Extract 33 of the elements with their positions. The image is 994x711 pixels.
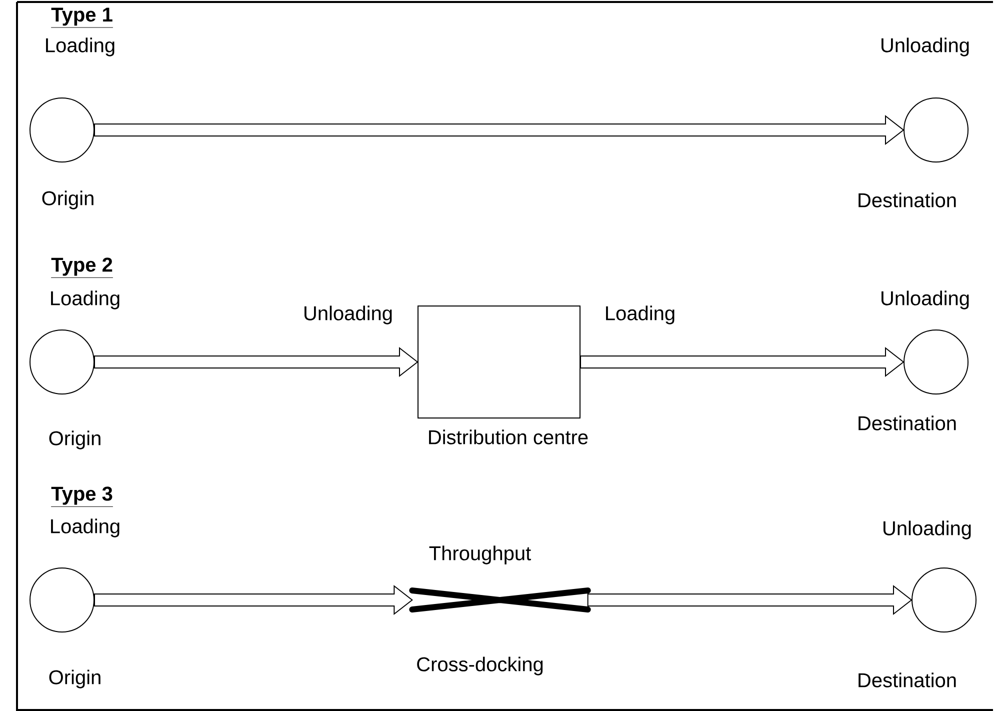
node-label: Loading (51, 290, 120, 310)
circle (30, 98, 94, 162)
node-label: Loading (46, 38, 114, 56)
node-label: Destination (858, 672, 956, 688)
node-label: Unloading (304, 306, 392, 324)
node-label: Throughput (429, 546, 531, 564)
node-label: Loading (51, 518, 120, 538)
type-heading: Type 2 (50, 258, 114, 278)
node-label: Origin (42, 190, 94, 210)
hollow-arrow (587, 584, 912, 616)
node-label: Distribution centre (429, 430, 588, 444)
circle (30, 330, 94, 394)
circle (912, 568, 976, 632)
circle (904, 330, 969, 394)
node-label: Destination (858, 416, 956, 430)
node-label: Unloading (882, 290, 969, 310)
type-heading: Type 3 (50, 486, 114, 507)
hollow-arrow (94, 114, 904, 146)
node-label: Cross-docking (417, 656, 543, 676)
hollow-arrow (94, 346, 418, 378)
cross-mark (409, 588, 591, 612)
circle (904, 98, 969, 162)
type-heading: Type 1 (50, 8, 114, 28)
hollow-arrow (94, 584, 413, 616)
node-label: Loading (606, 306, 674, 324)
circle (30, 568, 94, 632)
hollow-arrow (580, 346, 904, 378)
node-label: Origin (49, 670, 100, 688)
node-label: Origin (49, 430, 100, 450)
node-label: Unloading (882, 38, 969, 56)
node-label: Unloading (884, 520, 971, 540)
node-label: Destination (858, 192, 956, 208)
square-box (418, 306, 580, 418)
